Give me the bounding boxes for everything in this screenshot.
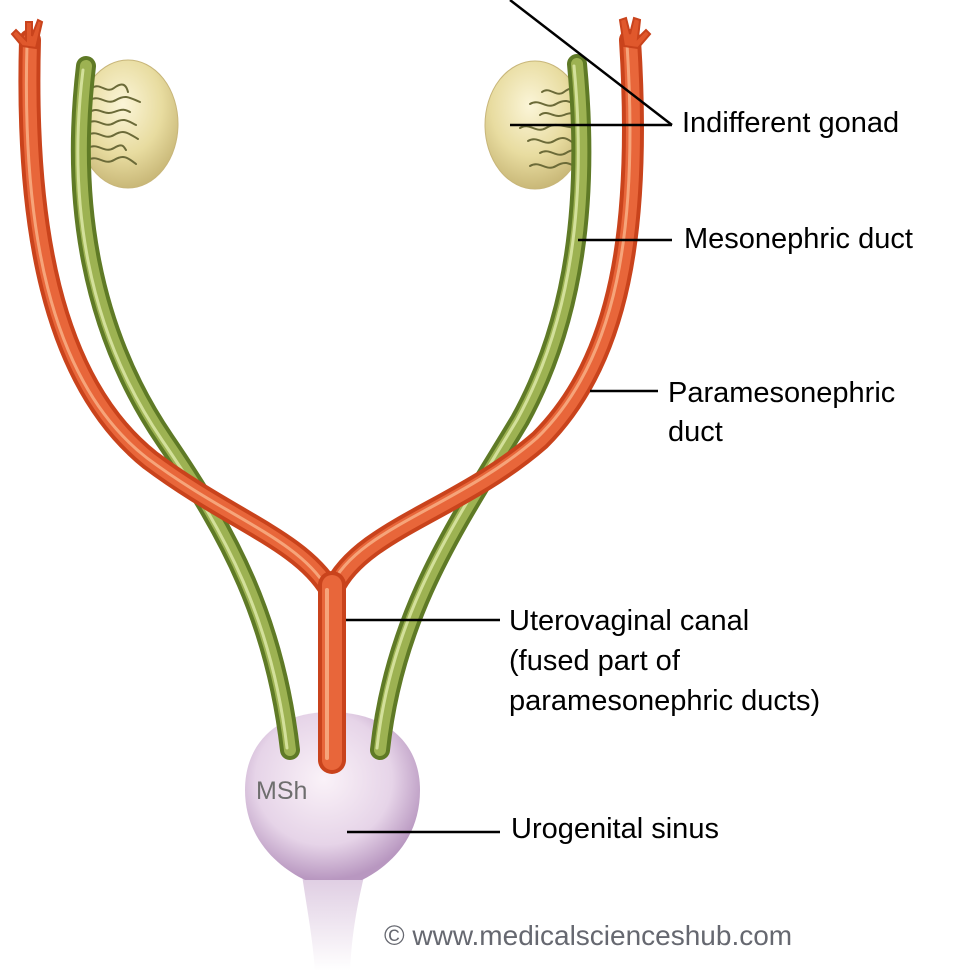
- abbreviation-msh: MSh: [256, 777, 308, 805]
- label-mesonephric-duct: Mesonephric duct: [684, 223, 913, 255]
- label-uterovaginal-canal-line1: Uterovaginal canal: [509, 605, 750, 637]
- label-uterovaginal-canal-line3: paramesonephric ducts): [509, 685, 821, 717]
- mesonephric-ducts: [70, 54, 592, 760]
- label-paramesonephric-duct-line2: duct: [668, 416, 723, 448]
- leader-lines: [346, 0, 673, 834]
- paramesonephric-ducts: [18, 29, 644, 774]
- right-fimbriae: [618, 16, 652, 50]
- leader-indifferent-gonad: [509, 0, 673, 126]
- label-paramesonephric-duct-line1: Paramesonephric: [668, 377, 896, 409]
- copyright-notice: © www.medicalscienceshub.com: [384, 920, 793, 951]
- left-fimbriae: [10, 18, 44, 50]
- label-indifferent-gonad: Indifferent gonad: [682, 107, 900, 139]
- label-uterovaginal-canal-line2: (fused part of: [509, 645, 680, 677]
- label-urogenital-sinus: Urogenital sinus: [511, 813, 719, 845]
